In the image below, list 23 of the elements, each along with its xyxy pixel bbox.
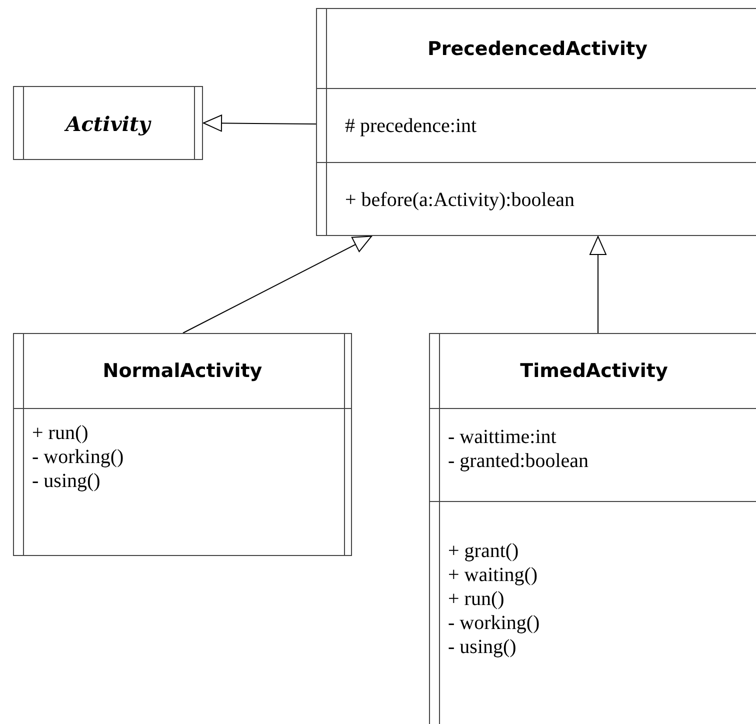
attribute-text: # precedence:int	[345, 114, 477, 138]
method-text: + run()	[448, 587, 506, 611]
class-box	[13, 86, 203, 160]
method-text: + before(a:Activity):boolean	[345, 188, 575, 212]
method-text: + waiting()	[448, 563, 539, 587]
method-text: - using()	[32, 469, 102, 493]
class-name: PrecedencedActivity	[426, 38, 649, 60]
class-name: NormalActivity	[102, 360, 264, 382]
method-text: - working()	[448, 611, 540, 635]
class-name: TimedActivity	[519, 360, 669, 382]
class-name: Activity	[63, 112, 152, 136]
inheritance-arrow	[590, 236, 606, 334]
method-text: + grant()	[448, 539, 520, 563]
inheritance-arrow	[202, 114, 316, 132]
class-box	[429, 333, 756, 724]
method-text: - working()	[32, 445, 124, 469]
attribute-text: - waittime:int	[448, 425, 558, 449]
method-text: + run()	[32, 421, 90, 445]
class-box	[13, 333, 352, 556]
class-box	[316, 8, 756, 236]
method-text: - using()	[448, 635, 518, 659]
inheritance-arrow	[182, 236, 372, 334]
attribute-text: - granted:boolean	[448, 449, 588, 473]
